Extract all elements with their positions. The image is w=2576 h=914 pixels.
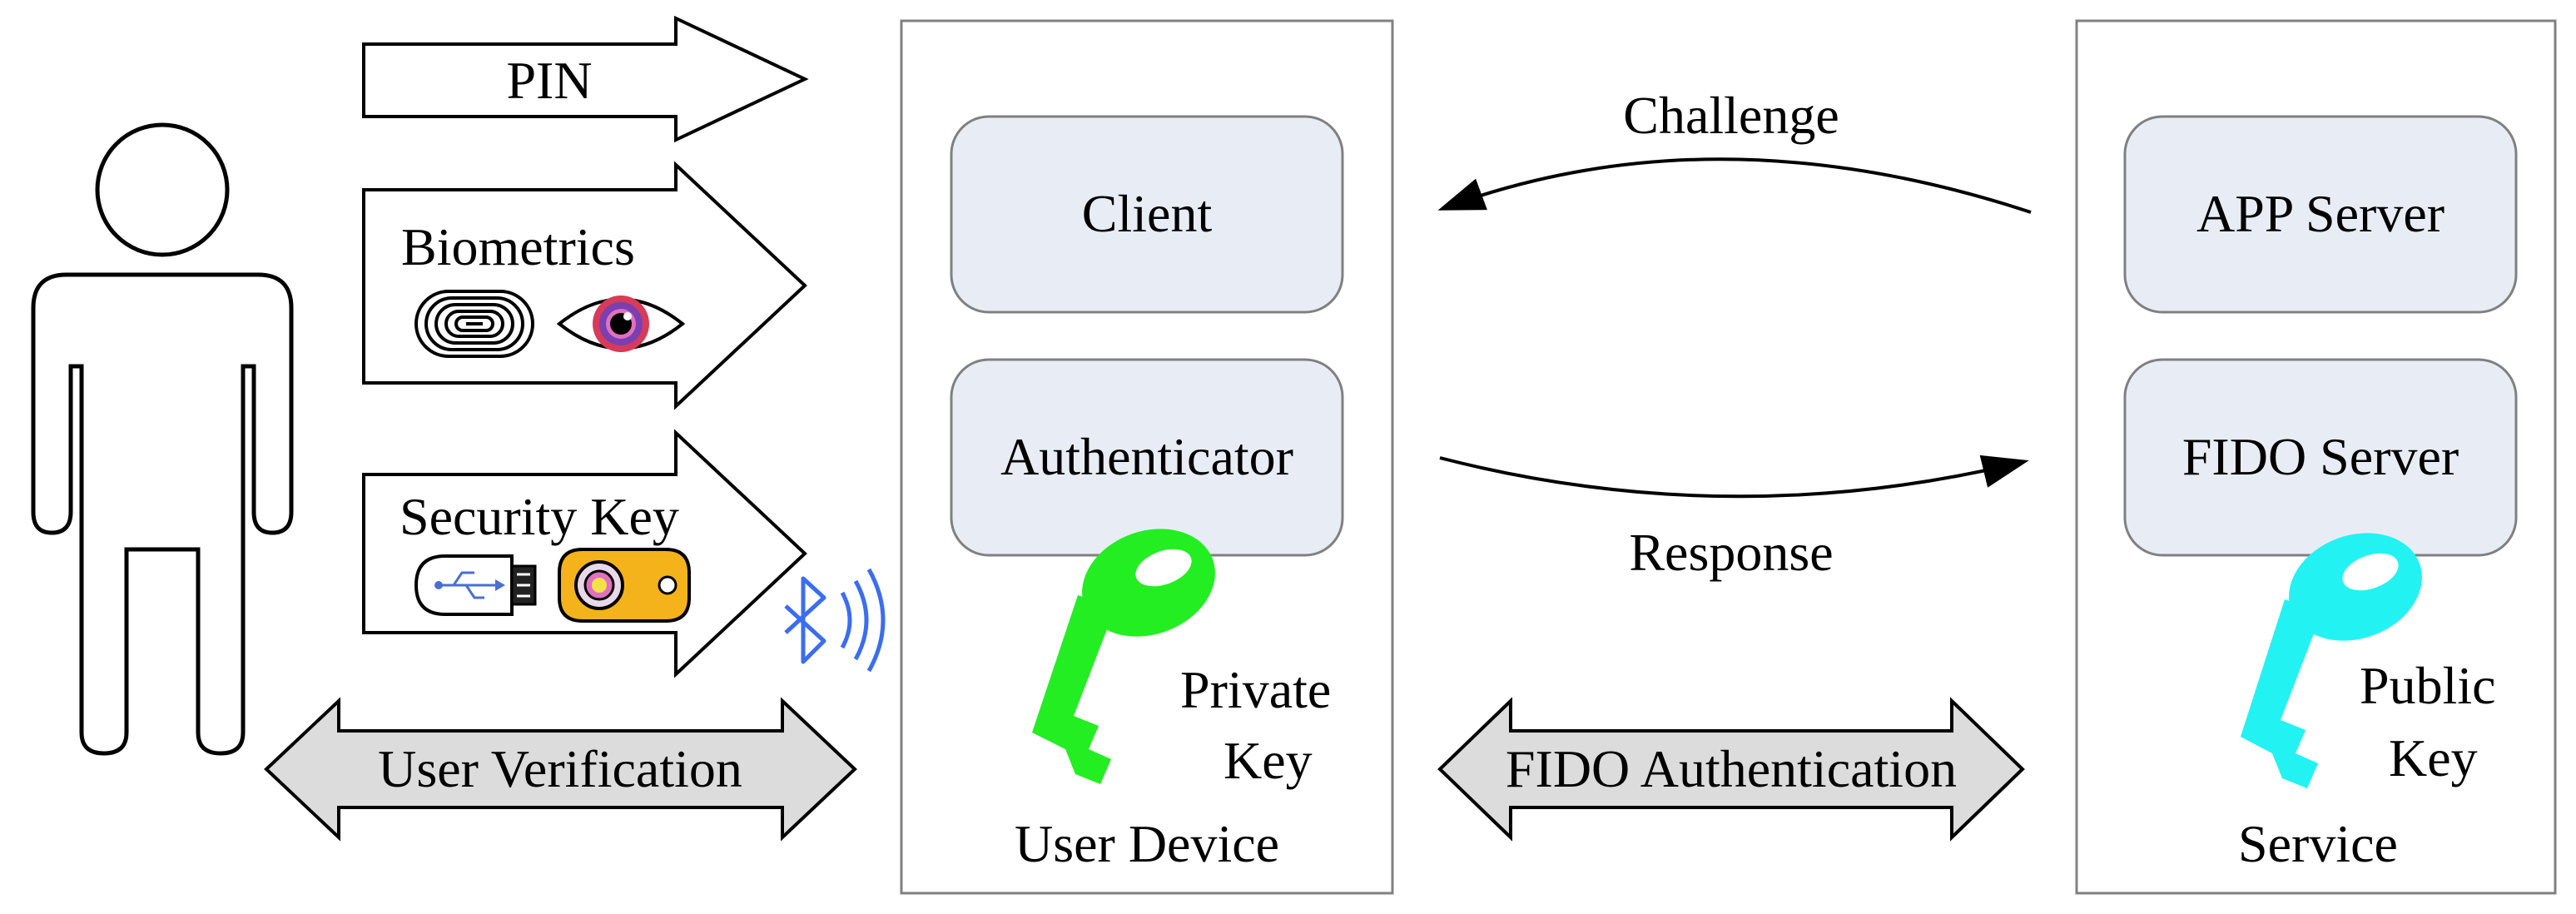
challenge-arrow <box>1437 157 2032 214</box>
client-box <box>950 115 1344 314</box>
private-key-icon <box>1032 529 1215 784</box>
authenticator-label: Authenticator <box>1000 427 1293 486</box>
security-key-label: Security Key <box>400 487 679 546</box>
challenge-label: Challenge <box>1623 86 1839 145</box>
user-verification-label: User Verification <box>378 739 742 798</box>
biometrics-label: Biometrics <box>401 217 635 276</box>
pin-arrow <box>362 15 809 143</box>
fido-server-label: FIDO Server <box>2182 427 2459 486</box>
app-server-box <box>2123 115 2518 314</box>
fingerprint-icon <box>414 290 534 358</box>
eye-iris-icon <box>556 296 686 352</box>
security-fob-icon <box>558 548 691 623</box>
private-key-line1: Private <box>1180 660 1331 719</box>
biometrics-arrow <box>362 161 807 410</box>
fido-authentication-arrow <box>1437 697 2025 842</box>
service-title: Service <box>2238 814 2398 873</box>
user-device-title: User Device <box>1015 814 1279 873</box>
pin-label: PIN <box>506 51 592 110</box>
usb-key-icon <box>414 554 537 616</box>
fido-authentication-label: FIDO Authentication <box>1506 739 1957 798</box>
response-label: Response <box>1629 523 1833 582</box>
person-outline-icon <box>31 122 294 756</box>
private-key-line2: Key <box>1223 731 1313 790</box>
user-verification-arrow <box>264 697 857 842</box>
response-arrow <box>1439 455 2029 499</box>
client-label: Client <box>1082 184 1213 243</box>
bluetooth-icon <box>784 568 886 673</box>
public-key-icon <box>2241 533 2422 788</box>
public-key-line1: Public <box>2360 656 2496 715</box>
public-key-line2: Key <box>2389 728 2478 787</box>
app-server-label: APP Server <box>2196 184 2444 243</box>
